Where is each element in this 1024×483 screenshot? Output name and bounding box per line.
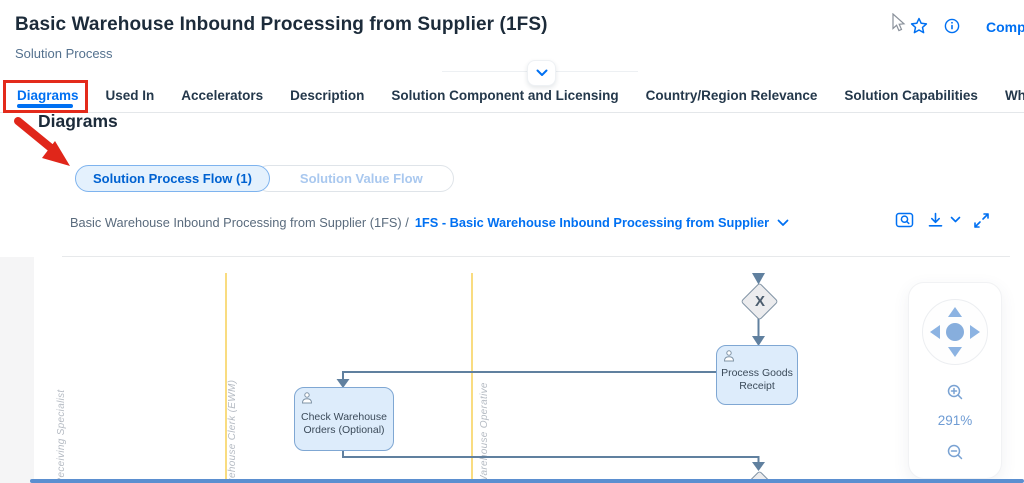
download-icon	[928, 212, 943, 227]
task-label: Check Warehouse Orders (Optional)	[301, 411, 387, 436]
pan-down-arrow-icon[interactable]	[948, 347, 962, 357]
fullscreen-icon	[974, 212, 989, 228]
diagrams-section-heading: Diagrams	[38, 111, 118, 131]
download-options-chevron[interactable]	[950, 216, 961, 224]
bpmn-diagram-canvas[interactable]: Receiving Specialist Warehouse Clerk (EW…	[0, 257, 1024, 483]
mouse-cursor-icon	[891, 12, 907, 38]
chevron-down-icon	[950, 216, 961, 223]
zoom-out-icon	[947, 444, 963, 460]
breadcrumb-current-diagram[interactable]: 1FS - Basic Warehouse Inbound Processing…	[414, 215, 770, 230]
pan-center-handle[interactable]	[946, 323, 964, 341]
content-divider	[62, 256, 1010, 257]
zoom-in-icon	[947, 384, 963, 400]
active-tab-underline	[17, 104, 73, 108]
page-title: Basic Warehouse Inbound Processing from …	[15, 14, 548, 35]
canvas-left-gutter	[0, 257, 34, 483]
user-task-icon	[301, 392, 313, 404]
tab-solution-component-licensing[interactable]: Solution Component and Licensing	[391, 88, 619, 103]
favorite-star-icon[interactable]	[910, 17, 928, 40]
pan-up-arrow-icon[interactable]	[948, 307, 962, 317]
task-check-warehouse-orders[interactable]: Check Warehouse Orders (Optional)	[294, 387, 394, 451]
diagram-navigation-panel: 291%	[908, 282, 1002, 479]
task-label: Process Goods Receipt	[721, 367, 793, 392]
solution-process-flow-button[interactable]: Solution Process Flow (1)	[75, 165, 270, 192]
tab-accelerators[interactable]: Accelerators	[181, 88, 264, 103]
pan-left-arrow-icon[interactable]	[930, 325, 940, 339]
tab-bar: Diagrams Used In Accelerators Descriptio…	[17, 88, 1024, 103]
page-subtitle: Solution Process	[15, 46, 113, 61]
diagram-action-toolbar	[895, 211, 990, 229]
gateway-x-symbol: X	[754, 292, 765, 310]
pan-control[interactable]	[922, 299, 988, 365]
tab-diagrams[interactable]: Diagrams	[17, 88, 79, 103]
lane-divider-line	[225, 273, 227, 483]
info-icon[interactable]	[944, 18, 960, 39]
tab-whats-new[interactable]: What's	[1004, 88, 1024, 103]
horizontal-scrollbar[interactable]	[30, 479, 1024, 483]
solution-value-flow-button[interactable]: Solution Value Flow	[254, 165, 454, 192]
pan-right-arrow-icon[interactable]	[970, 325, 980, 339]
chevron-down-icon	[777, 219, 789, 226]
find-in-diagram-button[interactable]	[895, 211, 915, 229]
zoom-in-button[interactable]	[946, 383, 964, 406]
lane-divider-line	[471, 273, 473, 483]
task-process-goods-receipt[interactable]: Process Goods Receipt	[716, 345, 798, 405]
flow-type-toggle: Solution Process Flow (1) Solution Value…	[75, 165, 454, 192]
download-button[interactable]	[927, 212, 944, 229]
zoom-level-value: 291%	[937, 413, 973, 428]
chevron-down-icon	[536, 69, 547, 76]
annotation-red-box	[3, 80, 88, 113]
tab-description[interactable]: Description	[290, 88, 365, 103]
tab-used-in[interactable]: Used In	[105, 88, 155, 103]
tabbar-border	[0, 112, 1024, 113]
tab-country-region-relevance[interactable]: Country/Region Relevance	[645, 88, 818, 103]
breadcrumb: Basic Warehouse Inbound Processing from …	[70, 215, 789, 230]
sequence-flow-connectors	[336, 273, 765, 471]
zoom-out-button[interactable]	[946, 443, 964, 466]
breadcrumb-parent: Basic Warehouse Inbound Processing from …	[70, 215, 409, 230]
collapse-header-button[interactable]	[527, 60, 556, 86]
find-in-diagram-icon	[895, 212, 914, 228]
fullscreen-button[interactable]	[973, 212, 990, 229]
user-task-icon	[723, 350, 735, 362]
diagram-selector-chevron[interactable]	[777, 219, 789, 227]
annotation-red-arrow	[8, 114, 80, 181]
compare-link[interactable]: Compa	[986, 19, 1024, 35]
tab-solution-capabilities[interactable]: Solution Capabilities	[844, 88, 978, 103]
